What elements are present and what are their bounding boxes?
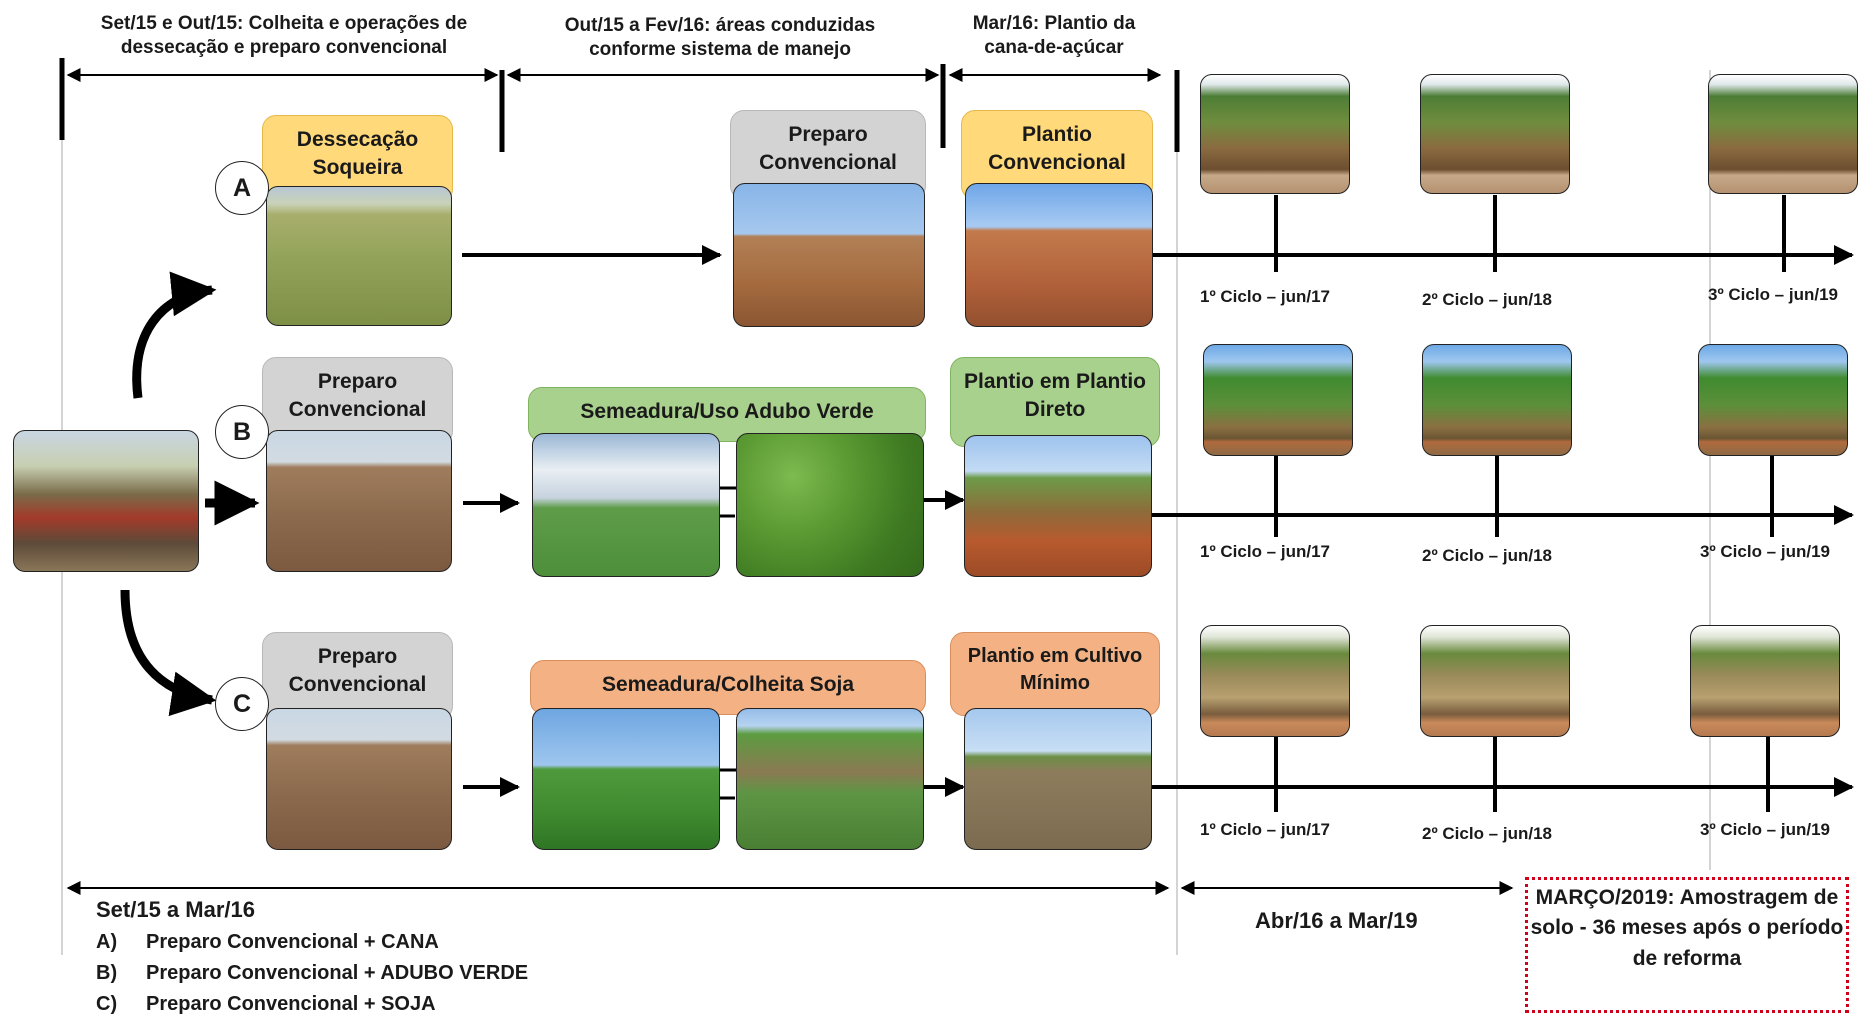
legend-item-b: B) Preparo Convencional + ADUBO VERDE (96, 962, 528, 985)
legend-text-a: Preparo Convencional + CANA (146, 931, 439, 953)
photo-harvest-truck (13, 430, 199, 572)
cycle-label-b-2: 2º Ciclo – jun/18 (1422, 546, 1552, 565)
photo-b-plantio (964, 435, 1152, 577)
photo-c-cane-3 (1690, 625, 1840, 737)
legend-item-a: A) Preparo Convencional + CANA (96, 931, 528, 954)
cycle-label-a-1: 1º Ciclo – jun/17 (1200, 287, 1330, 306)
legend-key-b: B) (96, 962, 118, 984)
photo-a-cane-2 (1420, 74, 1570, 194)
legend-key-a: A) (96, 931, 118, 953)
legend-title: Set/15 a Mar/16 (96, 897, 255, 922)
photo-a-cane-1 (1200, 74, 1350, 194)
box-c-semeadura-soja: Semeadura/Colheita Soja (530, 660, 926, 715)
sampling-note: MARÇO/2019: Amostragem de solo - 36 mese… (1525, 877, 1849, 1013)
photo-b-preparo (266, 430, 452, 572)
photo-a-plantio (965, 183, 1153, 327)
legend-key-c: C) (96, 993, 118, 1015)
cycle-label-a-3: 3º Ciclo – jun/19 (1708, 285, 1838, 304)
photo-a-cane-3 (1708, 74, 1858, 194)
branch-arrow-down (120, 589, 217, 717)
legend-item-c: C) Preparo Convencional + SOJA (96, 993, 528, 1016)
box-b-semeadura-adubo-verde: Semeadura/Uso Adubo Verde (528, 387, 926, 442)
circle-c: C (215, 677, 269, 731)
header-1: Set/15 e Out/15: Colheita e operações de… (100, 13, 468, 59)
cycle-label-c-3: 3º Ciclo – jun/19 (1700, 820, 1830, 839)
photo-b-adubo-1 (532, 433, 720, 577)
cycle-label-b-1: 1º Ciclo – jun/17 (1200, 542, 1330, 561)
photo-b-cane-1 (1203, 344, 1353, 456)
legend-text-b: Preparo Convencional + ADUBO VERDE (146, 962, 529, 984)
photo-c-cane-1 (1200, 625, 1350, 737)
cycle-label-a-2: 2º Ciclo – jun/18 (1422, 290, 1552, 309)
photo-c-cane-2 (1420, 625, 1570, 737)
legend: Set/15 a Mar/16 A) Preparo Convencional +… (96, 897, 528, 1016)
circle-a: A (215, 161, 269, 215)
photo-c-preparo (266, 708, 452, 850)
photo-a-soqueira (266, 186, 452, 326)
box-c-cultivo-minimo: Plantio em Cultivo Mínimo (950, 632, 1160, 716)
box-b-plantio-direto: Plantio em Plantio Direto (950, 357, 1160, 447)
photo-b-cane-2 (1422, 344, 1572, 456)
header-2: Out/15 a Fev/16: áreas conduzidas confor… (564, 15, 876, 61)
cycle-label-b-3: 3º Ciclo – jun/19 (1700, 542, 1830, 561)
photo-a-preparo (733, 183, 925, 327)
circle-b: B (215, 405, 269, 459)
box-c-preparo-convencional: Preparo Convencional (262, 632, 453, 720)
photo-c-soja-1 (532, 708, 720, 850)
photo-b-cane-3 (1698, 344, 1848, 456)
header-3: Mar/16: Plantio da cana-de-açúcar (972, 13, 1136, 59)
photo-c-plantio (964, 708, 1152, 850)
cycle-label-c-1: 1º Ciclo – jun/17 (1200, 820, 1330, 839)
period-label-2: Abr/16 a Mar/19 (1255, 908, 1418, 933)
legend-text-c: Preparo Convencional + SOJA (146, 993, 436, 1015)
branch-arrow-up (132, 271, 217, 399)
photo-b-adubo-2 (736, 433, 924, 577)
cycle-label-c-2: 2º Ciclo – jun/18 (1422, 824, 1552, 843)
photo-c-soja-2 (736, 708, 924, 850)
